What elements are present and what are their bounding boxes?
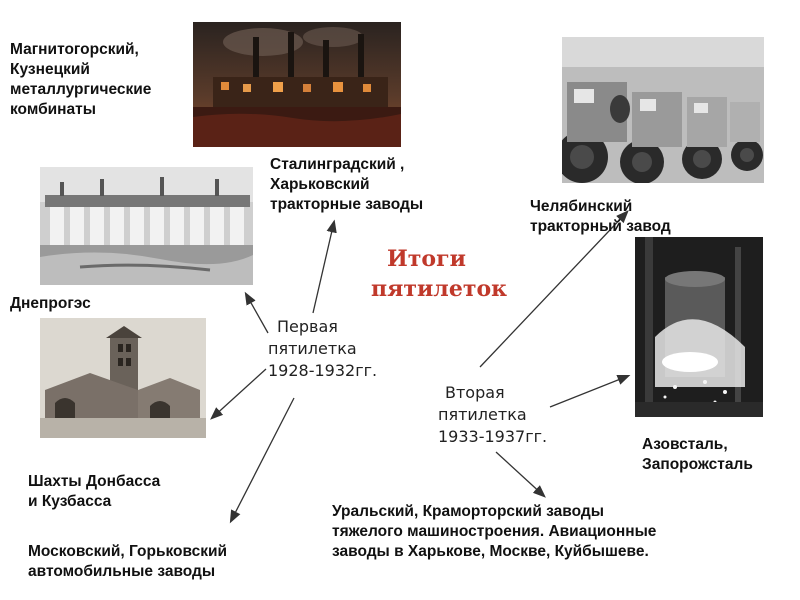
arrow-to-stalingrad	[312, 219, 337, 314]
label-line: Уральский, Краморторский заводы	[332, 503, 604, 520]
label-stalingrad: Сталинградский , Харьковский тракторные …	[270, 155, 423, 215]
label-line: Днепрогэс	[10, 295, 91, 312]
title-line2: пятилеток	[371, 276, 508, 302]
label-line: Челябинский	[530, 198, 633, 215]
steel-mill-photo	[635, 237, 763, 417]
plan2-line2: пятилетка	[438, 405, 527, 424]
label-line: Сталинградский ,	[270, 156, 405, 173]
plan2-line1: Вторая	[445, 383, 505, 402]
label-line: заводы в Харькове, Москве, Куйбышеве.	[332, 543, 649, 560]
plan1-node: Первая пятилетка 1928-1932гг.	[268, 316, 377, 382]
plan2-node: Вторая пятилетка 1933-1937гг.	[438, 382, 547, 448]
plan2-years: 1933-1937гг.	[438, 427, 548, 446]
diagram-title: Итоги пятилеток	[371, 244, 521, 304]
label-line: Харьковский	[270, 176, 370, 193]
plan1-line1: Первая	[277, 317, 338, 336]
factory-photo	[193, 22, 401, 147]
label-line: металлургические	[10, 81, 152, 98]
label-line: Кузнецкий	[10, 61, 90, 78]
arrow-to-dneproges	[244, 291, 269, 334]
label-line: и Кузбасса	[28, 493, 112, 510]
mine-photo	[40, 318, 206, 438]
label-moscow-auto: Московский, Горьковский автомобильные за…	[28, 542, 227, 582]
label-donbass: Шахты Донбасса и Кузбасса	[28, 472, 160, 512]
label-line: автомобильные заводы	[28, 563, 216, 580]
label-line: тракторные заводы	[270, 196, 424, 213]
plan1-years: 1928-1932гг.	[268, 361, 378, 380]
arrow-to-ural	[495, 451, 546, 498]
label-line: тяжелого машиностроения. Авиационные	[332, 523, 657, 540]
label-line: Азовсталь,	[642, 436, 728, 453]
label-line: Шахты Донбасса	[28, 473, 161, 490]
arrow-to-donbass	[210, 368, 267, 420]
label-azovstal: Азовсталь, Запорожсталь	[642, 435, 753, 475]
title-line1: Итоги	[387, 246, 466, 272]
label-line: тракторный завод	[530, 218, 671, 235]
arrow-to-azovstal	[549, 375, 631, 408]
label-ural: Уральский, Краморторский заводы тяжелого…	[332, 502, 656, 562]
label-line: Магнитогорский,	[10, 41, 139, 58]
arrow-to-moscow-auto	[229, 397, 295, 524]
tractor-photo	[562, 37, 764, 183]
label-magnitogorsk: Магнитогорский, Кузнецкий металлургическ…	[10, 40, 151, 120]
label-chelyabinsk: Челябинский тракторный завод	[530, 197, 671, 237]
plan1-line2: пятилетка	[268, 339, 357, 358]
label-line: Запорожсталь	[642, 456, 753, 473]
label-line: Московский, Горьковский	[28, 543, 228, 560]
label-dneproges: Днепрогэс	[10, 294, 91, 314]
dam-photo	[40, 167, 253, 285]
label-line: комбинаты	[10, 101, 96, 118]
